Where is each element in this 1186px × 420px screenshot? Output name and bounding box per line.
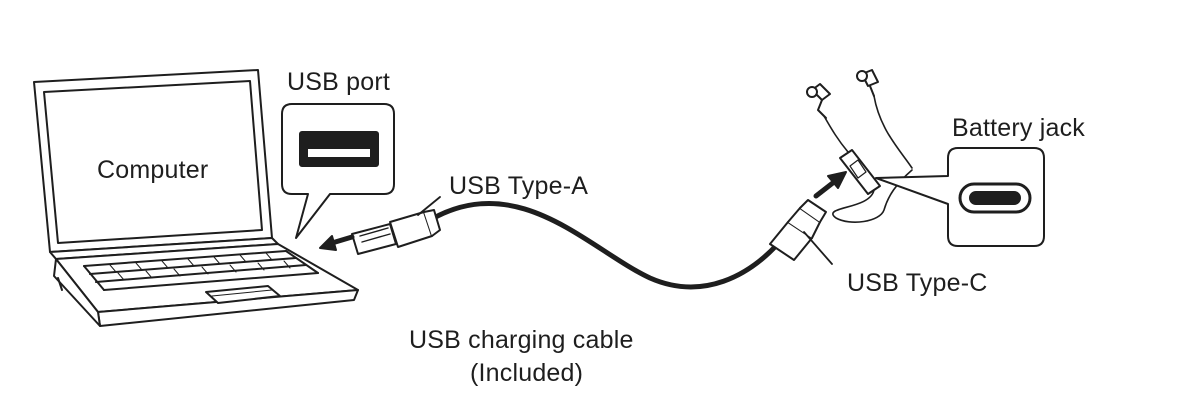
- usb-type-c-label: USB Type-C: [847, 269, 988, 297]
- arrow-icon: [319, 234, 355, 251]
- battery-jack-label: Battery jack: [952, 114, 1086, 142]
- usb-type-a-label: USB Type-A: [449, 172, 589, 200]
- computer-label: Computer: [97, 156, 209, 184]
- cable: [429, 200, 791, 290]
- arrow-icon: [813, 171, 847, 199]
- cable-label: USB charging cable: [409, 326, 634, 354]
- laptop-icon: [33, 69, 359, 327]
- usb-a-plug-icon: [351, 209, 441, 255]
- usb-c-jack-icon: [875, 147, 1045, 247]
- earphones-icon: [806, 69, 913, 223]
- usb-port-label: USB port: [287, 68, 391, 96]
- usb-a-port-icon: [281, 103, 395, 239]
- included-label: (Included): [470, 359, 584, 387]
- usb-c-plug-icon: [769, 199, 827, 261]
